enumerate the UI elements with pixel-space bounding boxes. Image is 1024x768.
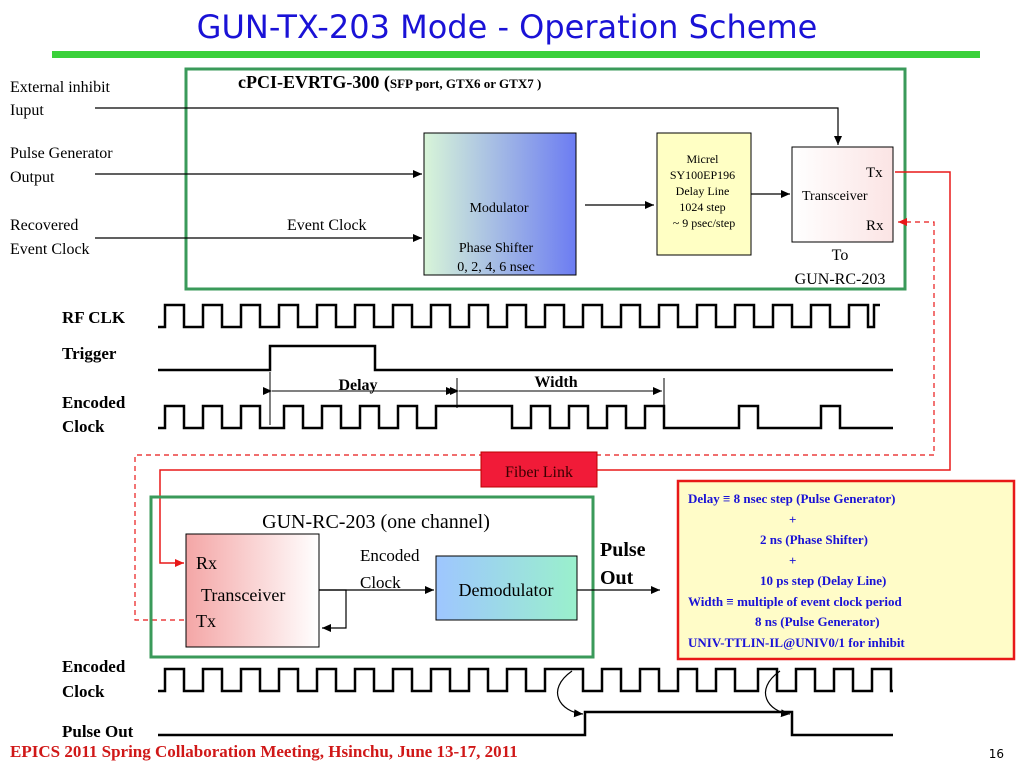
- tx-transceiver-label: Transceiver: [802, 189, 868, 204]
- rc-transceiver-label: Transceiver: [201, 585, 285, 605]
- pulse-out-line2: Out: [600, 567, 634, 589]
- pulse-out-line1: Pulse: [600, 539, 646, 561]
- notes-text: Delay ≡ 8 nsec step (Pulse Generator) + …: [688, 491, 905, 650]
- phase-shifter-line1: Phase Shifter: [459, 241, 534, 256]
- bottom-encoded-waveform: [158, 667, 893, 693]
- width-label: Width: [534, 374, 577, 391]
- phase-shifter-line2: 0, 2, 4, 6 nsec: [457, 260, 534, 275]
- modulator-box: [423, 132, 577, 276]
- rc-block-frame: [149, 495, 595, 659]
- tx-block-heading: cPCI-EVRTG-300 (SFP port, GTX6 or GTX7 ): [238, 72, 541, 93]
- to-label-line1: To: [832, 247, 849, 264]
- notes-box: [676, 479, 1016, 661]
- rf-clk-waveform: [158, 303, 880, 329]
- input-recovered-line1: Recovered: [10, 217, 78, 234]
- input-pulse-gen-line1: Pulse Generator: [10, 145, 113, 162]
- input-external-inhibit-line1: External inhibit: [10, 79, 111, 96]
- input-recovered-line2: Event Clock: [10, 241, 90, 258]
- pulse-out-waveform: [158, 710, 893, 737]
- fiber-link-box: [480, 451, 598, 488]
- rc-transceiver-tx: Tx: [196, 611, 216, 631]
- demodulator-box: [435, 555, 578, 621]
- cause-arrow-rise: [556, 670, 584, 718]
- tx-transceiver-tx: Tx: [866, 165, 883, 181]
- tx-transceiver-box: [791, 146, 894, 243]
- input-pulse-gen-line2: Output: [10, 169, 55, 186]
- pulse-out-label: Pulse Out: [62, 722, 134, 741]
- cause-arrow-fall: [764, 670, 791, 718]
- wire-external-inhibit: [95, 107, 842, 145]
- rc-block-heading: GUN-RC-203 (one channel): [262, 511, 490, 533]
- encoded-clock-waveform: [158, 404, 893, 430]
- title-rule: [52, 51, 980, 58]
- trigger-label: Trigger: [62, 344, 117, 363]
- rc-encoded-line2: Clock: [360, 573, 401, 592]
- encoded-clock-label-line1: Encoded: [62, 393, 126, 412]
- encoded-clock-label-line2: Clock: [62, 417, 105, 436]
- page-number: 16: [989, 747, 1004, 761]
- to-label-line2: GUN-RC-203: [795, 271, 886, 288]
- bottom-encoded-line2: Clock: [62, 682, 105, 701]
- fiber-link-label: Fiber Link: [505, 464, 573, 481]
- delay-line-text: Micrel SY100EP196 Delay Line 1024 step ~…: [670, 152, 738, 230]
- event-clock-label: Event Clock: [287, 217, 367, 234]
- delay-label: Delay: [338, 377, 377, 394]
- demodulator-label: Demodulator: [459, 580, 554, 600]
- modulator-label: Modulator: [469, 201, 528, 216]
- slide-title: GUN-TX-203 Mode - Operation Scheme: [197, 8, 818, 46]
- bottom-encoded-line1: Encoded: [62, 657, 126, 676]
- tx-transceiver-rx: Rx: [866, 218, 884, 234]
- fiber-tx-out: [597, 171, 951, 471]
- footer-text: EPICS 2011 Spring Collaboration Meeting,…: [10, 742, 518, 761]
- rc-encoded-line1: Encoded: [360, 546, 420, 565]
- rf-clk-label: RF CLK: [62, 308, 126, 327]
- trigger-waveform: [158, 344, 893, 372]
- input-external-inhibit-line2: Iuput: [10, 102, 44, 119]
- fiber-rc-in: [159, 469, 481, 567]
- rc-transceiver-rx: Rx: [196, 553, 217, 573]
- tx-block-frame: [184, 67, 907, 291]
- rc-loopback-wire: [319, 589, 347, 632]
- delay-line-box: [656, 132, 752, 256]
